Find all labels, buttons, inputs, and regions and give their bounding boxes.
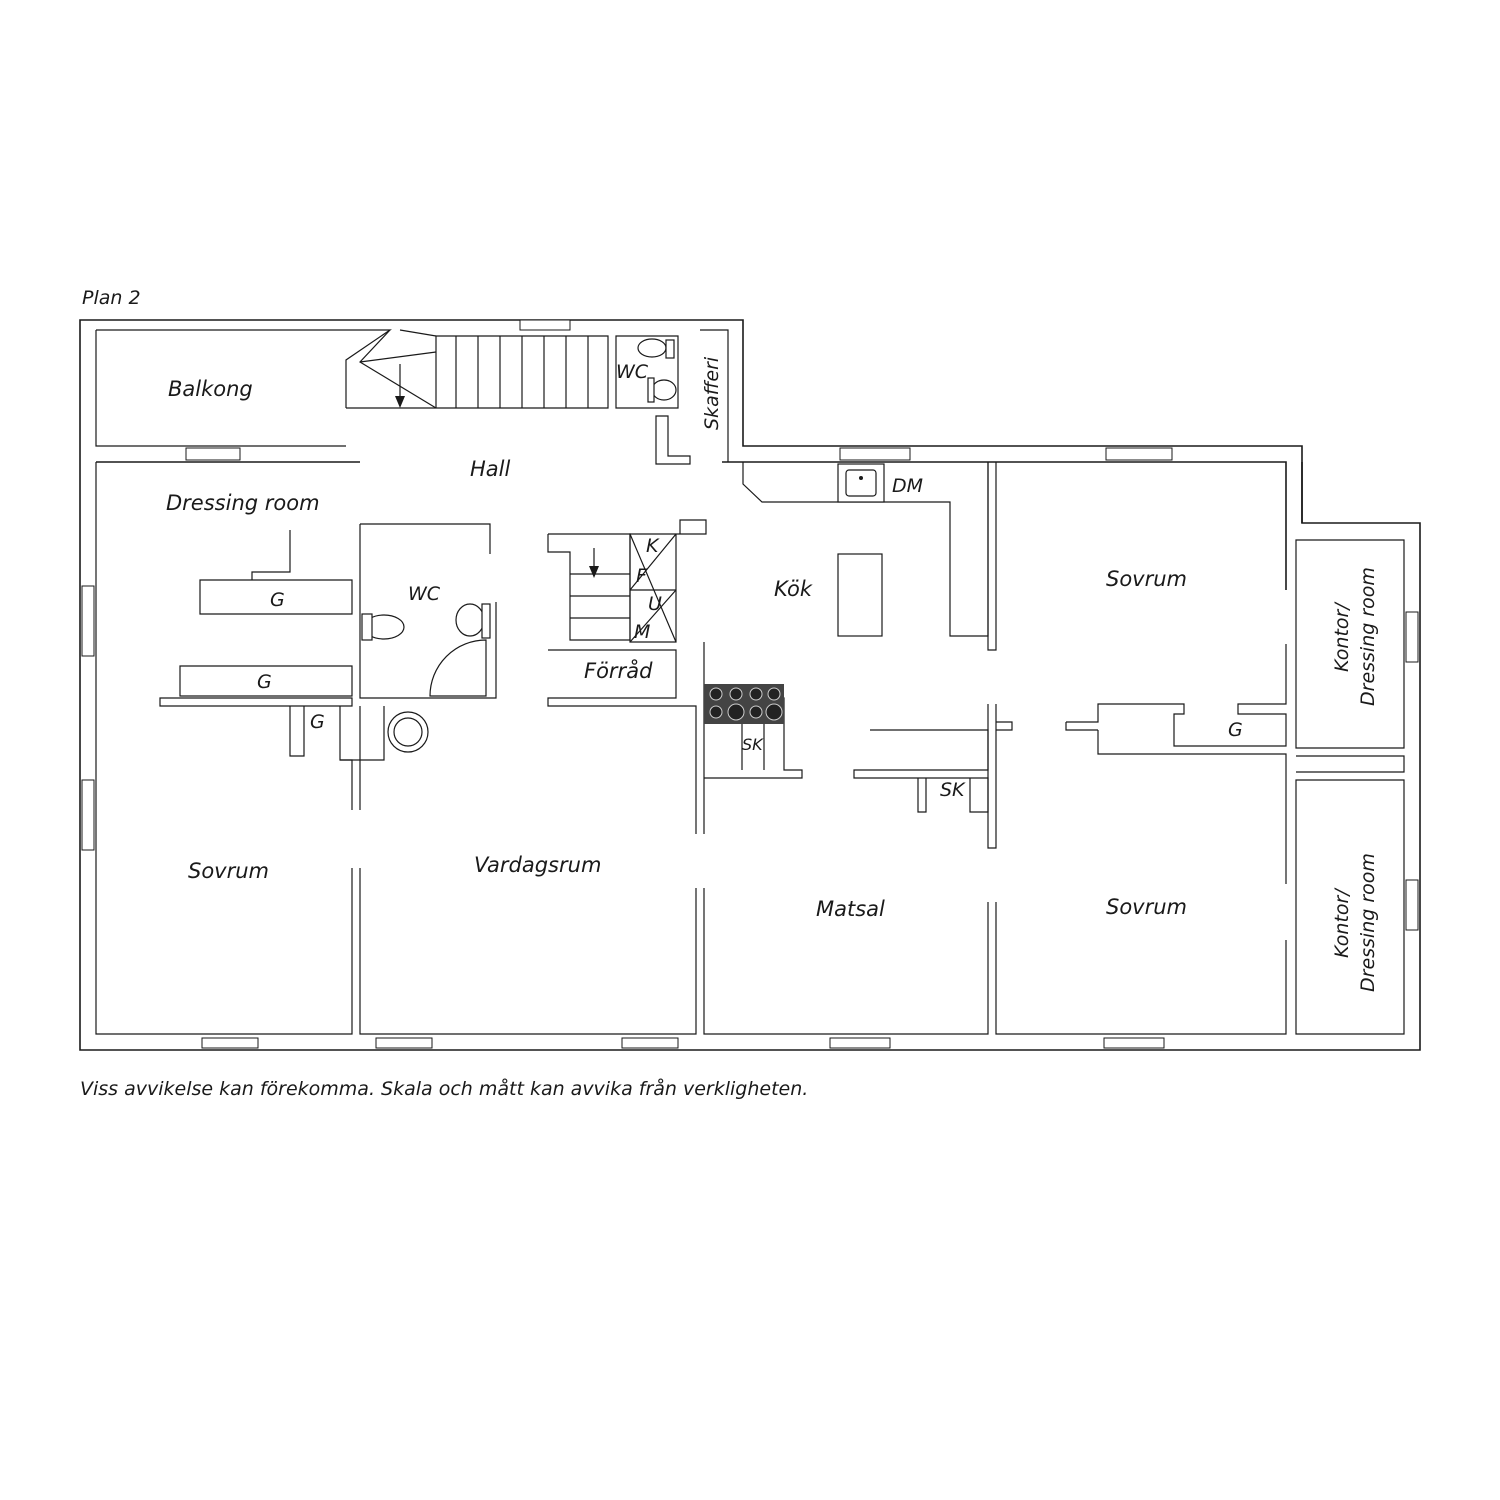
window — [81, 779, 95, 851]
window — [1103, 1037, 1165, 1049]
room-labels: Balkong Hall Dressing room WC Skafferi D… — [166, 356, 1379, 992]
room-label-sk: SK — [940, 779, 966, 801]
shower-icon — [429, 639, 487, 697]
room-label-g: G — [257, 671, 272, 693]
room-label-forrad: Förråd — [584, 658, 653, 683]
room-label-k: K — [646, 535, 660, 557]
room-label-sk: SK — [742, 735, 764, 754]
room-label-kontor-2: Kontor/ — [1331, 887, 1353, 958]
window — [1405, 611, 1419, 663]
toilet-icon — [637, 338, 667, 358]
window — [375, 1037, 433, 1049]
kitchen-sink-icon — [845, 469, 877, 497]
window — [1405, 879, 1419, 931]
window — [839, 447, 911, 461]
room-label-kontor-1b: Dressing room — [1357, 567, 1379, 706]
room-label-wc-center: WC — [408, 583, 441, 605]
room-label-kontor-1: Kontor/ — [1331, 601, 1353, 672]
window — [81, 585, 95, 657]
room-label-wc-upper: WC — [616, 361, 649, 383]
interior-walls — [159, 462, 1405, 884]
room-label-dm: DM — [892, 475, 923, 497]
sink-icon — [455, 603, 485, 637]
stair-direction-arrow-icon — [395, 396, 405, 408]
room-label-g: G — [310, 711, 325, 733]
stove-icon — [704, 684, 784, 724]
room-label-kontor-2b: Dressing room — [1357, 853, 1379, 992]
windows — [81, 319, 1419, 1049]
room-label-balkong: Balkong — [168, 377, 253, 401]
room-label-kontor-line2: Dressing room — [1357, 567, 1379, 706]
stair-direction-arrow-icon-2 — [589, 566, 599, 578]
plan-title: Plan 2 — [82, 287, 141, 309]
exterior-walls — [79, 319, 1421, 1051]
room-label-hall: Hall — [470, 457, 510, 481]
room-label-sovrum: Sovrum — [1106, 567, 1187, 591]
room-label-m: M — [634, 621, 650, 643]
room-label-u: U — [648, 593, 662, 615]
window — [519, 319, 571, 331]
room-label-f: F — [636, 565, 648, 587]
disclaimer-text: Viss avvikelse kan förekomma. Skala och … — [80, 1077, 808, 1100]
room-label-vardagsrum: Vardagsrum — [474, 853, 601, 877]
window — [185, 447, 241, 461]
sink-icon — [651, 379, 677, 401]
room-label-skafferi: Skafferi — [701, 356, 723, 430]
room-label-g: G — [1228, 719, 1243, 741]
room-label-matsal: Matsal — [816, 897, 885, 921]
kitchen-island — [837, 553, 883, 637]
upper-staircase — [346, 329, 609, 409]
upper-wc — [615, 329, 729, 465]
kitchen-counter — [742, 462, 989, 637]
window — [1105, 447, 1173, 461]
room-label-g: G — [270, 589, 285, 611]
room-label-kontor-line2: Dressing room — [1357, 853, 1379, 992]
center-wc — [361, 603, 491, 753]
room-label-kontor-line1: Kontor/ — [1331, 887, 1353, 958]
room-label-sovrum: Sovrum — [1106, 895, 1187, 919]
room-label-kok: Kök — [774, 577, 813, 601]
room-label-kontor-line1: Kontor/ — [1331, 601, 1353, 672]
window — [201, 1037, 259, 1049]
window — [829, 1037, 891, 1049]
window — [621, 1037, 679, 1049]
room-label-dressing-room: Dressing room — [166, 491, 320, 515]
room-label-sovrum: Sovrum — [188, 859, 269, 883]
